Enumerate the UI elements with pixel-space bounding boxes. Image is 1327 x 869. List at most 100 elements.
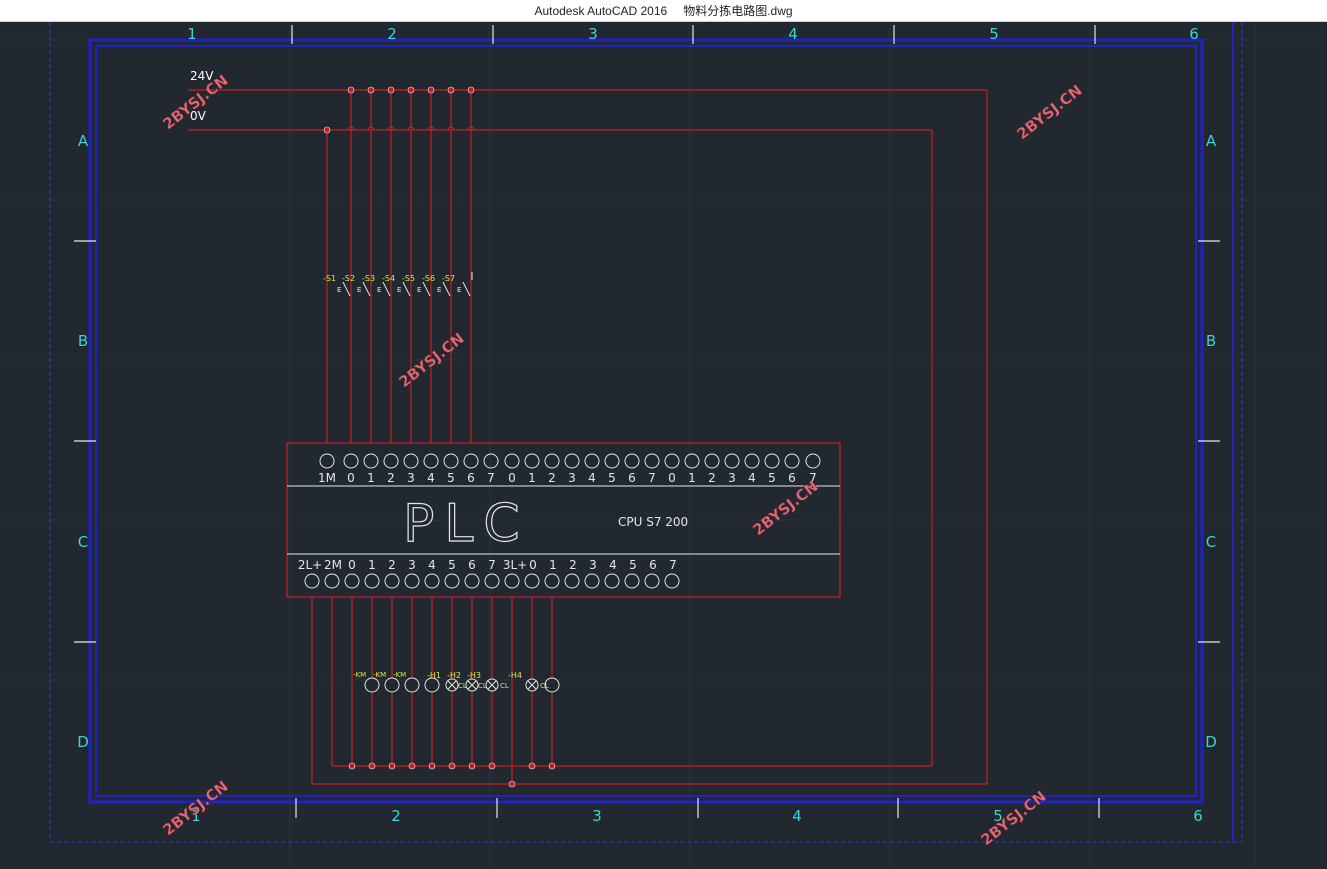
terminal-label: 1	[688, 471, 696, 485]
terminal-label: 3	[408, 558, 416, 572]
file-name: 物料分拣电路图.dwg	[683, 4, 793, 18]
junction-dots-bottom	[348, 762, 556, 788]
switch-label: -S4	[382, 274, 395, 283]
terminal-label: 0	[668, 471, 676, 485]
terminal-label: 2L+	[298, 558, 322, 572]
lamp-label: -H1	[427, 671, 441, 680]
watermark: 2BYSJ.CN	[1013, 81, 1085, 143]
svg-text:CL: CL	[540, 682, 549, 690]
col-label-top: 6	[1189, 25, 1199, 43]
drawing-canvas[interactable]: 1 2 3 4 5 6 1 2 3 4 5 6 A B C D A B C D …	[0, 22, 1327, 865]
switch-label: -S3	[362, 274, 375, 283]
rail-labels: 24V 0V	[190, 69, 214, 123]
plc-input-terminals: 1M 0 1 2 3 4 5 6 7 0 1 2 3 4 5 6 7 0 1 2…	[318, 453, 821, 485]
terminal-label: 5	[629, 558, 637, 572]
terminal-label: 4	[428, 558, 436, 572]
terminal-label: 6	[467, 471, 475, 485]
rail-24v-label: 24V	[190, 69, 214, 83]
lamp-label: -H3	[467, 671, 481, 680]
terminal-label: 4	[748, 471, 756, 485]
svg-text:E: E	[397, 286, 401, 294]
terminal-label: 2	[387, 471, 395, 485]
power-rails	[188, 89, 988, 785]
plc-title: PLC	[403, 494, 530, 554]
terminal-label: 1	[367, 471, 375, 485]
terminal-label: 0	[529, 558, 537, 572]
svg-text:-KM: -KM	[393, 671, 406, 679]
lamp-label: -H2	[447, 671, 461, 680]
svg-text:-KM: -KM	[373, 671, 386, 679]
col-label-bottom: 6	[1193, 807, 1203, 825]
terminal-label: 6	[628, 471, 636, 485]
watermark: 2BYSJ.CN	[159, 777, 231, 839]
terminal-label: 1	[368, 558, 376, 572]
svg-text:E: E	[437, 286, 441, 294]
plc-model: CPU S7 200	[618, 515, 688, 529]
col-label-bottom: 5	[993, 807, 1003, 825]
terminal-label: 2	[548, 471, 556, 485]
switch-label: -S2	[342, 274, 355, 283]
terminal-label: 5	[608, 471, 616, 485]
terminal-label: 2	[569, 558, 577, 572]
terminal-label: 7	[648, 471, 656, 485]
plc-output-terminals: 2L+ 2M 0 1 2 3 4 5 6 7 3L+ 0 1 2 3 4 5 6…	[298, 558, 680, 589]
switch-label: -S6	[422, 274, 435, 283]
terminal-label: 6	[468, 558, 476, 572]
watermark: 2BYSJ.CN	[749, 477, 821, 539]
col-label-top: 4	[788, 25, 798, 43]
junction-dots-top	[323, 86, 475, 134]
terminal-label: 6	[788, 471, 796, 485]
terminal-label: 4	[609, 558, 617, 572]
terminal-label: 3L+	[503, 558, 527, 572]
col-label-top: 5	[989, 25, 999, 43]
row-label-left: B	[78, 332, 88, 350]
terminal-label: 0	[508, 471, 516, 485]
svg-text:E: E	[377, 286, 381, 294]
terminal-label: 2M	[324, 558, 342, 572]
col-label-top: 3	[588, 25, 598, 43]
terminal-label: 1M	[318, 471, 336, 485]
col-label-top: 1	[187, 25, 197, 43]
terminal-label: 6	[649, 558, 657, 572]
svg-text:E: E	[337, 286, 341, 294]
terminal-label: 2	[388, 558, 396, 572]
switch-label: -S7	[442, 274, 455, 283]
svg-text:E: E	[357, 286, 361, 294]
row-label-right: B	[1206, 332, 1216, 350]
terminal-label: 4	[588, 471, 596, 485]
frame-labels: 1 2 3 4 5 6 1 2 3 4 5 6 A B C D A B C D	[77, 25, 1217, 825]
row-label-right: C	[1206, 533, 1216, 551]
rail-0v-label: 0V	[190, 109, 207, 123]
terminal-label: 0	[348, 558, 356, 572]
terminal-label: 3	[589, 558, 597, 572]
col-label-bottom: 1	[191, 807, 201, 825]
plc-block[interactable]: PLC CPU S7 200	[286, 442, 841, 598]
sheet-boundary	[49, 22, 1243, 843]
drawing-frame	[74, 25, 1220, 818]
window-title-bar: Autodesk AutoCAD 2016 物料分拣电路图.dwg	[0, 0, 1327, 22]
input-wiring	[326, 90, 475, 443]
row-label-left: A	[78, 132, 89, 150]
terminal-label: 3	[568, 471, 576, 485]
terminal-label: 1	[549, 558, 557, 572]
svg-text:E: E	[457, 286, 461, 294]
col-label-top: 2	[387, 25, 397, 43]
terminal-label: 2	[708, 471, 716, 485]
col-label-bottom: 2	[391, 807, 401, 825]
switch-label: -S5	[402, 274, 415, 283]
terminal-label: 7	[669, 558, 677, 572]
col-label-bottom: 3	[592, 807, 602, 825]
row-label-right: A	[1206, 132, 1217, 150]
terminal-label: 7	[488, 558, 496, 572]
row-label-left: C	[78, 533, 88, 551]
row-label-right: D	[1205, 733, 1217, 751]
watermarks: 2BYSJ.CN 2BYSJ.CN 2BYSJ.CN 2BYSJ.CN 2BYS…	[159, 71, 1086, 850]
terminal-label: 7	[487, 471, 495, 485]
svg-text:CL: CL	[500, 682, 509, 690]
terminal-label: 5	[448, 558, 456, 572]
terminal-label: 7	[809, 471, 817, 485]
app-title: Autodesk AutoCAD 2016	[534, 3, 668, 18]
svg-text:CL: CL	[478, 682, 487, 690]
